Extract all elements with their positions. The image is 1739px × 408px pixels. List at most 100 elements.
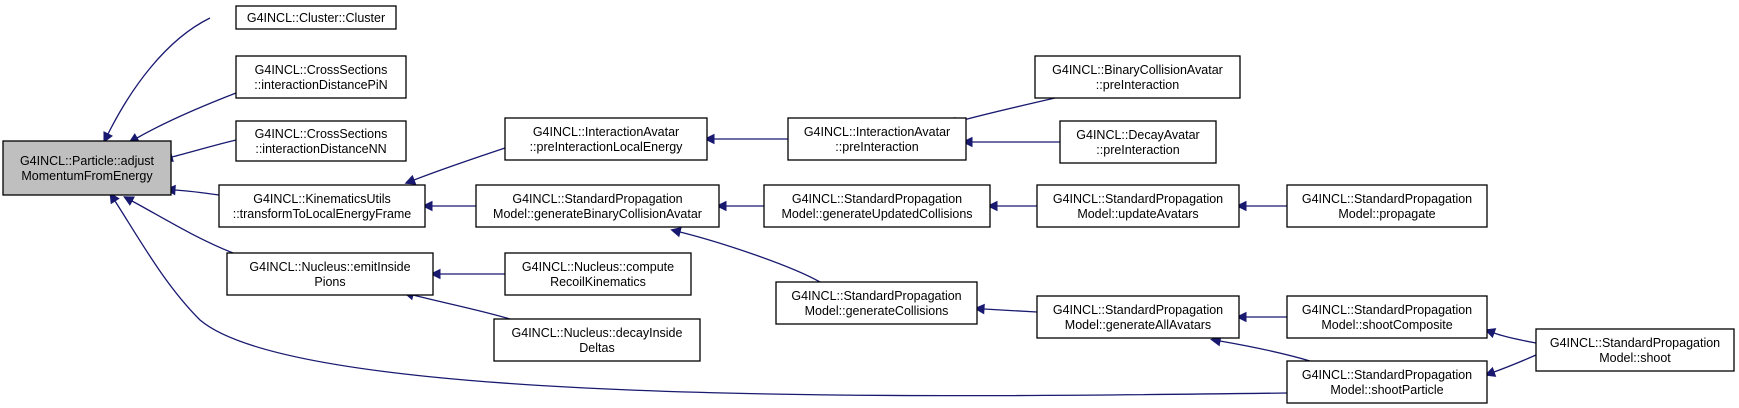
edge-n8-to-n5	[429, 268, 506, 280]
node-label-line: Deltas	[579, 341, 614, 355]
node-transform-to-local-energy-frame[interactable]: G4INCL::KinematicsUtils::transformToLoca…	[218, 184, 426, 228]
node-shoot-composite[interactable]: G4INCL::StandardPropagationModel::shootC…	[1286, 295, 1488, 339]
node-label-line: G4INCL::StandardPropagation	[1302, 192, 1472, 206]
arrowhead-icon	[421, 200, 433, 212]
node-update-avatars[interactable]: G4INCL::StandardPropagationModel::update…	[1036, 184, 1240, 228]
node-box	[226, 252, 434, 296]
node-label-line: ::preInteractionLocalEnergy	[530, 140, 684, 154]
edge-line	[679, 231, 821, 283]
edge-n20-to-n18	[1484, 328, 1537, 344]
arrowhead-icon	[715, 200, 727, 212]
edge-line	[174, 189, 220, 196]
node-label-line: ::transformToLocalEnergyFrame	[233, 207, 412, 221]
node-label-line: G4INCL::DecayAvatar	[1076, 128, 1199, 142]
node-propagate[interactable]: G4INCL::StandardPropagationModel::propag…	[1286, 184, 1488, 228]
edge-line	[1219, 340, 1311, 362]
node-generate-all-avatars[interactable]: G4INCL::StandardPropagationModel::genera…	[1036, 295, 1240, 339]
node-box	[1036, 295, 1240, 339]
node-interaction-avatar-pre-interaction[interactable]: G4INCL::InteractionAvatar::preInteractio…	[787, 117, 967, 161]
node-shoot-particle[interactable]: G4INCL::StandardPropagationModel::shootP…	[1286, 360, 1488, 404]
nodes: G4INCL::Particle::adjustMomentumFromEner…	[2, 5, 1735, 404]
edge-n20-to-n19	[1484, 354, 1537, 377]
edge-n2-to-n0	[128, 92, 237, 144]
arrowhead-icon	[123, 196, 135, 206]
node-box	[1286, 295, 1488, 339]
node-label-line: G4INCL::BinaryCollisionAvatar	[1052, 63, 1223, 77]
node-generate-binary-collision-avatar[interactable]: G4INCL::StandardPropagationModel::genera…	[475, 184, 720, 228]
node-label-line: G4INCL::StandardPropagation	[1302, 368, 1472, 382]
edge-line	[136, 92, 237, 139]
node-label-line: G4INCL::Cluster::Cluster	[247, 11, 385, 25]
arrowhead-icon	[1235, 311, 1247, 323]
node-cluster-cluster[interactable]: G4INCL::Cluster::Cluster	[235, 5, 397, 30]
arrowhead-icon	[670, 226, 682, 238]
node-interaction-distance-nn[interactable]: G4INCL::CrossSections::interactionDistan…	[235, 120, 407, 162]
node-box	[235, 55, 407, 99]
node-label-line: Model::generateAllAvatars	[1065, 318, 1211, 332]
node-interaction-distance-pin[interactable]: G4INCL::CrossSections::interactionDistan…	[235, 55, 407, 99]
node-box	[504, 117, 708, 161]
node-box	[1059, 120, 1217, 164]
edge-n7-to-n4	[421, 200, 476, 212]
edge-line	[983, 308, 1038, 313]
edge-n14-to-n10	[961, 136, 1060, 148]
edge-n15-to-n11	[986, 200, 1037, 212]
node-box	[218, 184, 426, 228]
edge-line	[1493, 332, 1537, 344]
arrowhead-icon	[703, 133, 715, 145]
edge-n5-to-n0	[123, 196, 234, 254]
node-box	[2, 140, 172, 196]
edge-n16-to-n12	[973, 303, 1038, 315]
node-box	[775, 281, 978, 325]
node-label-line: Pions	[314, 275, 345, 289]
node-label-line: G4INCL::StandardPropagation	[1302, 303, 1472, 317]
node-label-line: G4INCL::StandardPropagation	[792, 192, 962, 206]
node-label-line: G4INCL::Particle::adjust	[20, 154, 155, 168]
node-label-line: G4INCL::StandardPropagation	[791, 289, 961, 303]
arrowhead-icon	[973, 303, 985, 315]
node-pre-interaction-local-energy[interactable]: G4INCL::InteractionAvatar::preInteractio…	[504, 117, 708, 161]
node-box	[1286, 184, 1488, 228]
arrowhead-icon	[986, 200, 998, 212]
node-label-line: ::preInteraction	[1096, 78, 1179, 92]
node-particle-adjust-momentum-from-energy: G4INCL::Particle::adjustMomentumFromEner…	[2, 140, 172, 196]
node-label-line: MomentumFromEnergy	[21, 169, 153, 183]
node-box	[235, 5, 397, 30]
node-label-line: Model::shootParticle	[1330, 383, 1443, 397]
node-label-line: G4INCL::StandardPropagation	[1053, 192, 1223, 206]
arrowhead-icon	[961, 136, 973, 148]
node-box	[1286, 360, 1488, 404]
node-label-line: G4INCL::StandardPropagation	[512, 192, 682, 206]
arrowhead-icon	[1484, 328, 1497, 339]
edge-n18-to-n16	[1235, 311, 1287, 323]
node-binary-collision-avatar-pre-interaction[interactable]: G4INCL::BinaryCollisionAvatar::preIntera…	[1034, 55, 1241, 99]
arrowhead-icon	[1235, 200, 1247, 212]
arrowhead-icon	[109, 192, 120, 205]
edge-n12-to-n7	[670, 226, 821, 283]
edge-line	[131, 200, 234, 254]
edge-n17-to-n15	[1235, 200, 1287, 212]
node-box	[1535, 328, 1735, 372]
edge-n3-to-n0	[162, 139, 237, 163]
node-label-line: ::interactionDistanceNN	[255, 142, 386, 156]
node-label-line: G4INCL::CrossSections	[255, 127, 388, 141]
node-decay-avatar-pre-interaction[interactable]: G4INCL::DecayAvatar::preInteraction	[1059, 120, 1217, 164]
node-generate-updated-collisions[interactable]: G4INCL::StandardPropagationModel::genera…	[763, 184, 991, 228]
node-box	[475, 184, 720, 228]
node-label-line: G4INCL::InteractionAvatar	[804, 125, 950, 139]
node-generate-collisions[interactable]: G4INCL::StandardPropagationModel::genera…	[775, 281, 978, 325]
node-label-line: Model::generateCollisions	[805, 304, 949, 318]
edge-line	[413, 147, 506, 181]
node-label-line: Model::shootComposite	[1321, 318, 1452, 332]
node-label-line: G4INCL::Nucleus::emitInside	[249, 260, 410, 274]
edge-n4-to-n0	[164, 184, 220, 196]
edge-n11-to-n7	[715, 200, 764, 212]
node-label-line: G4INCL::InteractionAvatar	[533, 125, 679, 139]
edge-line	[1493, 354, 1537, 373]
node-box	[787, 117, 967, 161]
edge-line	[107, 17, 211, 135]
